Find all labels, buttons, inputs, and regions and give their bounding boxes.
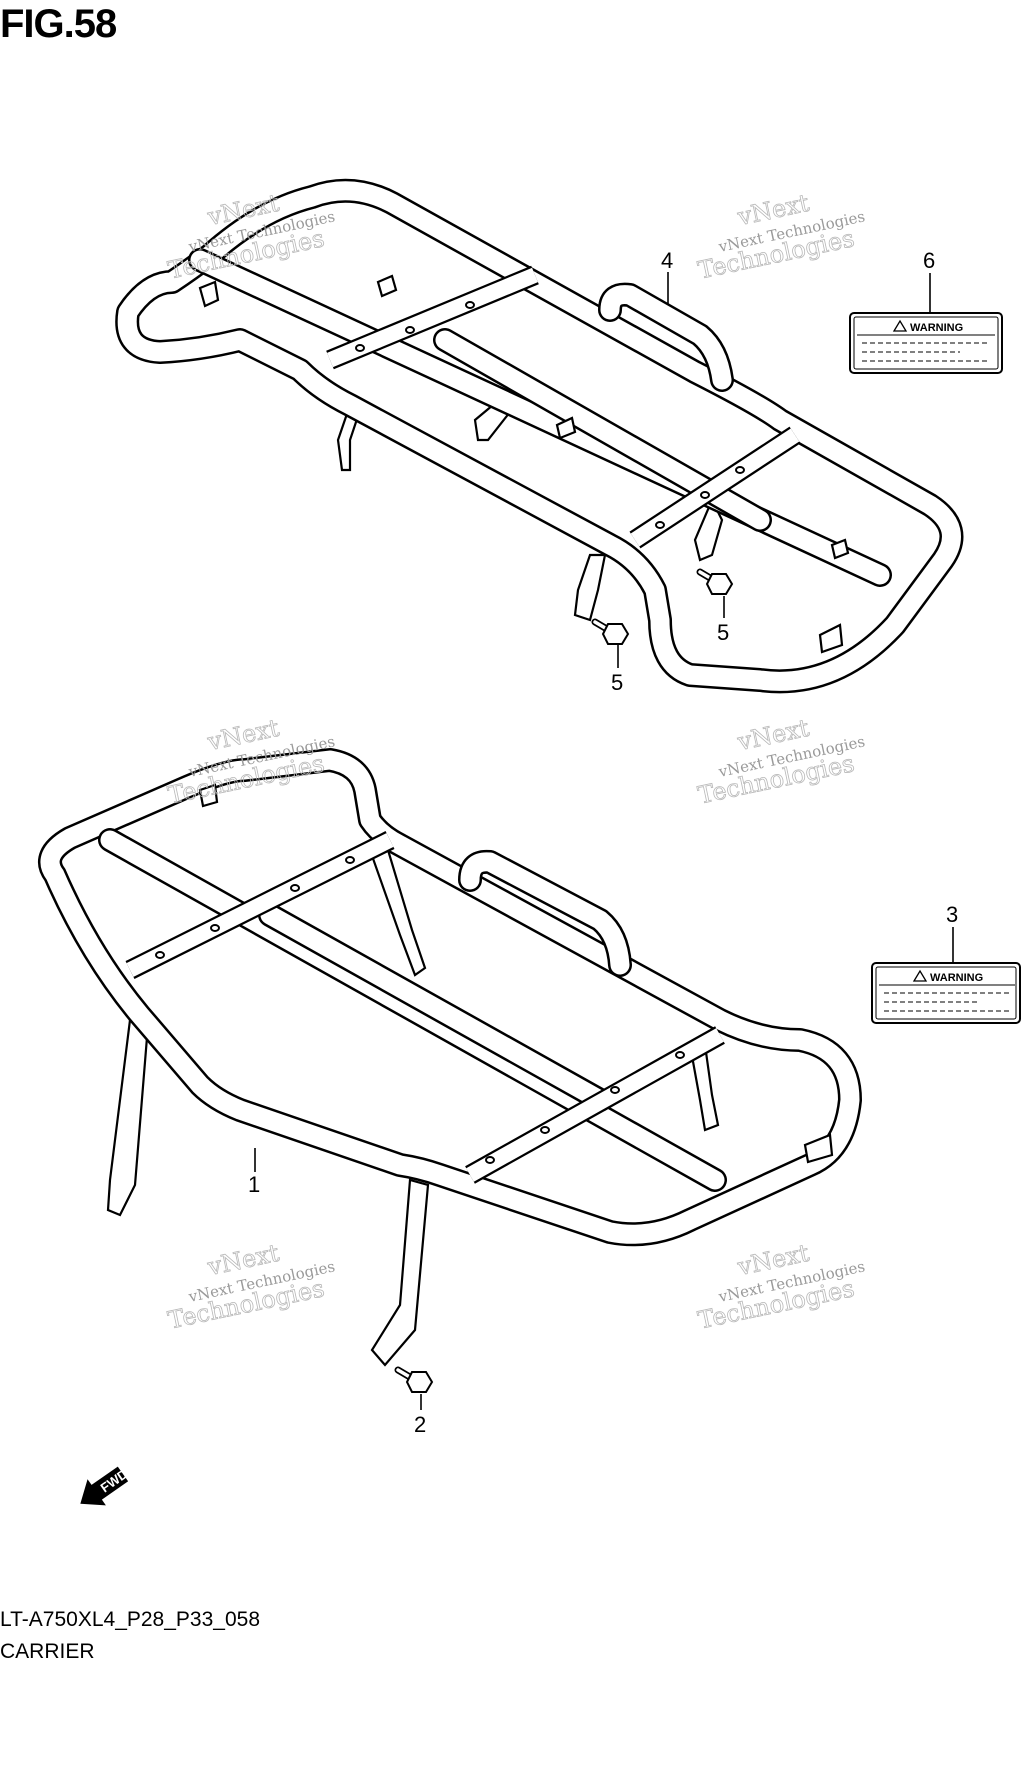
bolt-front[interactable] <box>394 1366 434 1393</box>
callout-label-rear[interactable]: 6 <box>923 248 935 273</box>
callout-rear-carrier[interactable]: 4 <box>661 248 673 273</box>
section-name: CARRIER <box>0 1640 95 1663</box>
callout-bolt-rear-right[interactable]: 5 <box>717 620 729 645</box>
model-code: LT-A750XL4_P28_P33_058 <box>0 1608 260 1631</box>
bolt-rear-left[interactable] <box>591 618 630 645</box>
warning-triangle-icon <box>912 969 928 982</box>
callout-bolt-front[interactable]: 2 <box>414 1412 426 1437</box>
figure-title: FIG.58 <box>0 2 117 46</box>
rear-carrier[interactable] <box>115 178 964 694</box>
warning-triangle-icon <box>892 319 908 332</box>
callout-bolt-rear-left[interactable]: 5 <box>611 670 623 695</box>
warning-label-rear[interactable]: WARNING <box>849 312 1003 374</box>
warning-label-rear-heading: WARNING <box>910 322 963 334</box>
callout-leaders <box>254 272 954 1410</box>
callout-label-front[interactable]: 3 <box>946 902 958 927</box>
warning-label-front-heading: WARNING <box>930 972 983 984</box>
fwd-arrow-icon: FWD <box>80 1466 130 1506</box>
warning-label-front[interactable]: WARNING <box>871 962 1021 1024</box>
bolt-rear-right[interactable] <box>696 568 734 595</box>
callout-front-carrier[interactable]: 1 <box>248 1172 260 1197</box>
front-carrier[interactable] <box>38 748 862 1367</box>
